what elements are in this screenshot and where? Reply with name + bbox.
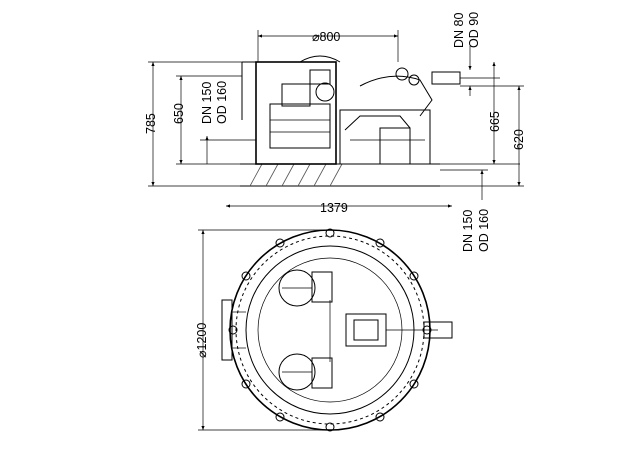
ground-hatch [240,163,440,187]
pump-lower [278,353,333,391]
flange-bolts [228,228,432,432]
inlet-stub-left [221,299,246,361]
label-height-785: 785 [144,113,158,134]
pump-upper [278,269,333,307]
label-diameter-1200: ⌀1200 [195,323,209,358]
label-inlet-dn: DN 150 [200,82,214,124]
outlet-pipe [431,46,500,96]
label-height-620: 620 [512,129,526,150]
label-outlet-od: OD 90 [467,12,481,48]
label-height-650: 650 [172,103,186,124]
tank-body [241,55,433,165]
dim-height-620: 620 [440,85,526,187]
label-outlet-dn: DN 80 [452,13,466,48]
label-pipe-dn: DN 150 [461,210,475,252]
label-diameter-800: ⌀800 [312,30,340,44]
label-width-1379: 1379 [320,201,348,215]
label-height-665: 665 [488,111,502,132]
dim-width-1379: 1379 [226,201,452,215]
dim-height-665: 665 [440,62,520,165]
label-outlet-top: DN 80 OD 90 [452,12,481,48]
label-inlet-left: DN 150 OD 160 [200,81,256,164]
dim-diameter-800: ⌀800 [257,30,399,62]
label-pipe-right: DN 150 OD 160 [440,169,491,252]
plan-view: ⌀1200 [195,228,453,432]
dim-height-785: 785 [144,61,242,187]
dim-height-650: 650 [172,75,242,165]
label-pipe-od: OD 160 [477,209,491,252]
dim-diameter-1200: ⌀1200 [195,229,330,431]
side-view: ⌀800 DN 80 OD 90 785 650 DN 150 OD 160 [144,12,526,252]
valve-assembly [329,300,453,362]
label-inlet-od: OD 160 [215,81,229,124]
